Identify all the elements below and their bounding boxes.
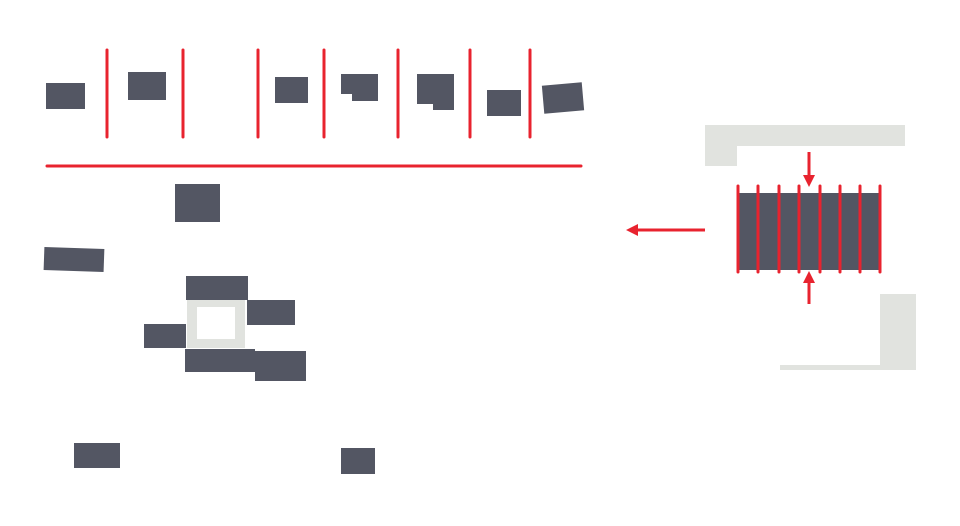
scattered-block xyxy=(247,300,295,325)
upper-block xyxy=(128,72,166,100)
compressed-stack xyxy=(738,193,880,270)
upper-block xyxy=(541,82,585,114)
scattered-block xyxy=(185,349,255,372)
upper-block xyxy=(487,90,521,116)
scattered-block xyxy=(74,443,120,468)
scattered-block xyxy=(144,324,186,348)
scattered-block xyxy=(175,184,220,222)
upper-block xyxy=(417,74,454,110)
scattered-block xyxy=(186,276,248,300)
upper-block xyxy=(46,83,85,109)
ghost-frame-top xyxy=(705,125,905,166)
upper-row xyxy=(45,48,585,168)
scattered-block xyxy=(43,246,105,273)
scattered-block xyxy=(255,351,306,381)
compressed-stack-group xyxy=(705,125,916,370)
upper-block xyxy=(275,77,308,103)
scattered-blocks xyxy=(43,184,375,474)
ghost-frame-bottom xyxy=(780,294,916,370)
upper-block xyxy=(341,74,378,101)
scattered-block xyxy=(341,448,375,474)
ghost-frame-hole xyxy=(197,307,235,339)
